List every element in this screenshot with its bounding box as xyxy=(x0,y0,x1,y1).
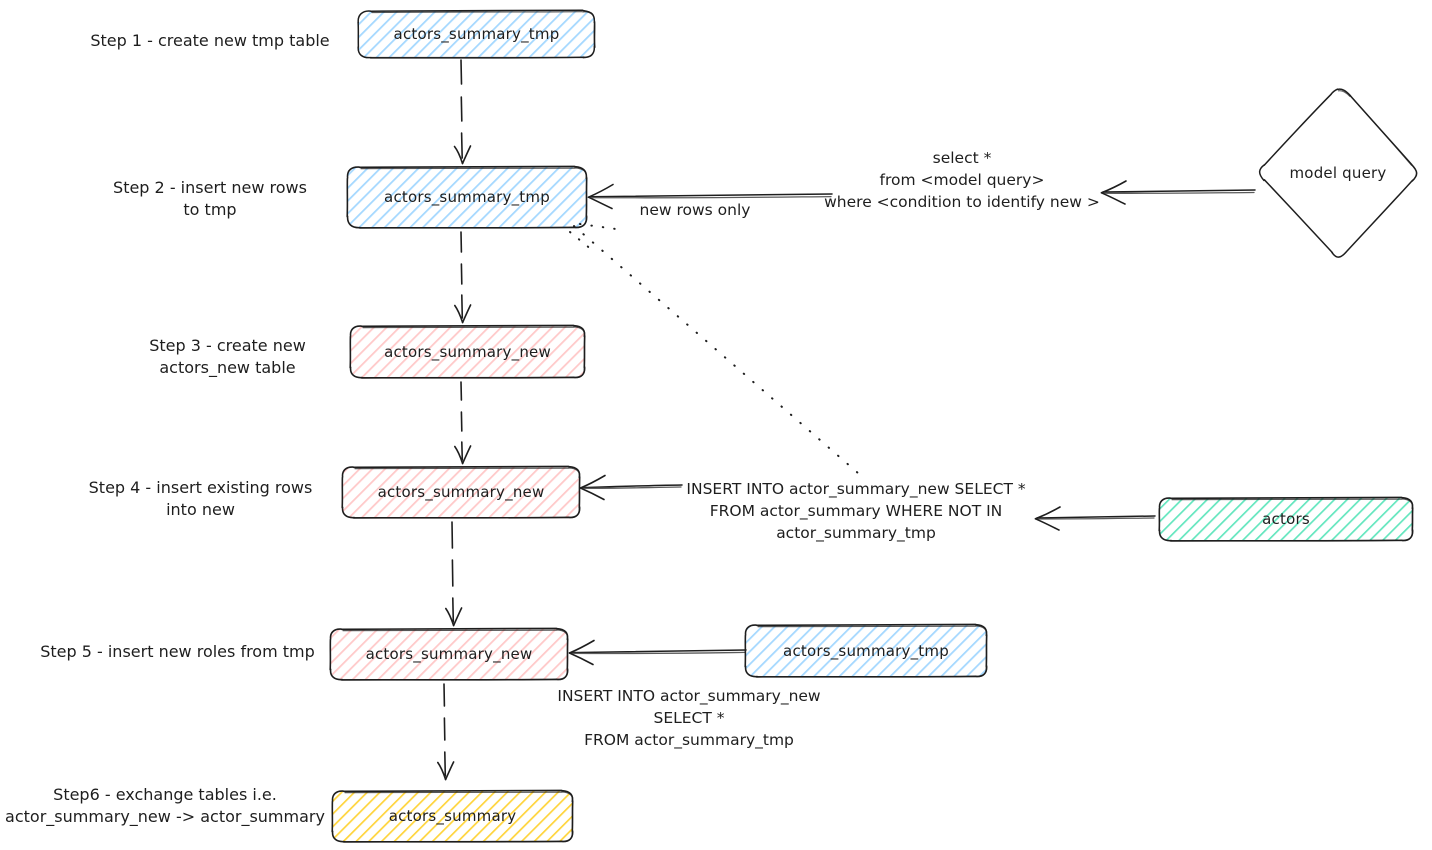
edge-tmp1-to-tmp2 xyxy=(453,59,472,165)
node-tmp-2-shape[interactable] xyxy=(346,165,588,229)
node-model-query-shape[interactable] xyxy=(1258,88,1418,258)
annotation-model-query-sql: select * from <model query> where <condi… xyxy=(824,149,1100,211)
step-label-3: Step 3 - create new actors_new table xyxy=(149,336,306,378)
step-label-4: Step 4 - insert existing rows into new xyxy=(88,478,313,520)
step-label-1: Step 1 - create new tmp table xyxy=(90,31,330,50)
edge-new4-to-new5 xyxy=(445,521,463,627)
node-summary-6-shape[interactable] xyxy=(331,789,574,843)
edge-actors-to-insert-sql xyxy=(1034,506,1156,531)
step-label-2: Step 2 - insert new rows to tmp xyxy=(113,178,307,220)
node-tmp-1-shape[interactable] xyxy=(357,9,596,59)
annotation-insert-new-roles-sql: INSERT INTO actor_summary_new SELECT * F… xyxy=(557,687,821,749)
edge-tmp5-to-new5 xyxy=(568,639,747,666)
annotation-new-rows-only: new rows only xyxy=(639,201,751,219)
edge-insert-existing-to-new4 xyxy=(579,474,683,501)
node-actors-shape[interactable] xyxy=(1158,496,1414,542)
annotation-insert-existing-sql: INSERT INTO actor_summary_new SELECT * F… xyxy=(686,480,1026,542)
node-new-4-shape[interactable] xyxy=(341,465,581,519)
edge-new5-to-summary6 xyxy=(437,683,455,781)
node-tmp-5-shape[interactable] xyxy=(744,623,988,678)
node-new-3-shape[interactable] xyxy=(349,324,586,379)
step-label-5: Step 5 - insert new roles from tmp xyxy=(40,642,315,661)
step-label-6: Step6 - exchange tables i.e. actor_summa… xyxy=(5,785,325,827)
edge-new-rows-only xyxy=(587,183,833,210)
edge-dotted-tmp2-to-insert-sql xyxy=(569,223,867,481)
edge-tmp2-to-new3 xyxy=(454,231,472,324)
edge-model-query-to-sql xyxy=(1100,180,1256,205)
node-new-5-shape[interactable] xyxy=(329,627,569,681)
edge-new3-to-new4 xyxy=(454,381,472,465)
